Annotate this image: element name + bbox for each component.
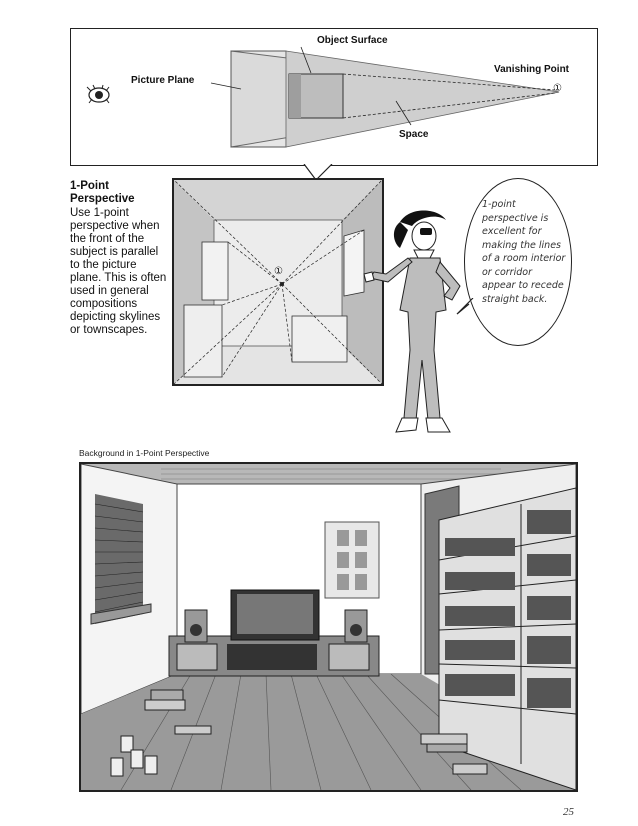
perspective-diagram-svg <box>86 46 560 148</box>
leader-space <box>395 100 412 126</box>
sidebar-body: Use 1-point perspective when the front o… <box>70 207 167 336</box>
convergence-line-top <box>342 73 556 91</box>
object-surface-label: Object Surface <box>317 35 388 46</box>
speech-bubble <box>464 178 572 346</box>
vanishing-point-dot <box>280 282 284 286</box>
floor-box <box>291 315 348 363</box>
window-blinds <box>90 494 152 625</box>
space-label: Space <box>399 129 429 140</box>
room-vp-marker: ① <box>274 266 283 277</box>
bookshelf <box>438 487 576 790</box>
room-diagram-svg <box>174 180 382 384</box>
picture-plane-diagram: Object Surface Vanishing Point Picture P… <box>70 28 598 166</box>
front-box <box>183 304 223 378</box>
object-side <box>289 74 301 118</box>
window <box>343 229 365 297</box>
television <box>230 589 320 641</box>
character-figure <box>363 210 461 433</box>
wall-art <box>324 521 380 599</box>
vanishing-point-label: Vanishing Point <box>494 64 570 75</box>
leader-picture-plane <box>210 82 242 90</box>
eye-icon <box>86 84 110 104</box>
vanishing-point-marker: ① <box>553 83 562 94</box>
ceiling <box>174 180 382 220</box>
illustration-caption: Background in 1-Point Perspective <box>79 448 210 458</box>
vanishing-lines <box>174 180 382 384</box>
floor-books-left <box>144 689 212 735</box>
sidebar-title: 1-Point Perspective <box>70 180 135 205</box>
paint-cans <box>110 735 158 777</box>
floor-books-right <box>420 733 488 775</box>
living-room-illustration <box>79 462 578 792</box>
speech-bubble-text: 1-point perspective is excellent for mak… <box>482 199 566 305</box>
room-perspective-diagram: ① <box>172 178 384 386</box>
left-box <box>201 241 229 301</box>
leader-object <box>300 46 312 74</box>
bubble-tail <box>456 298 474 315</box>
page-number: 25 <box>563 806 574 818</box>
picture-plane-label: Picture Plane <box>131 75 195 86</box>
right-speaker-cone <box>350 624 362 636</box>
tv-stand <box>168 635 380 677</box>
living-room-svg <box>81 464 576 790</box>
left-speaker-cone <box>190 624 202 636</box>
convergence-line-bottom <box>342 92 556 119</box>
